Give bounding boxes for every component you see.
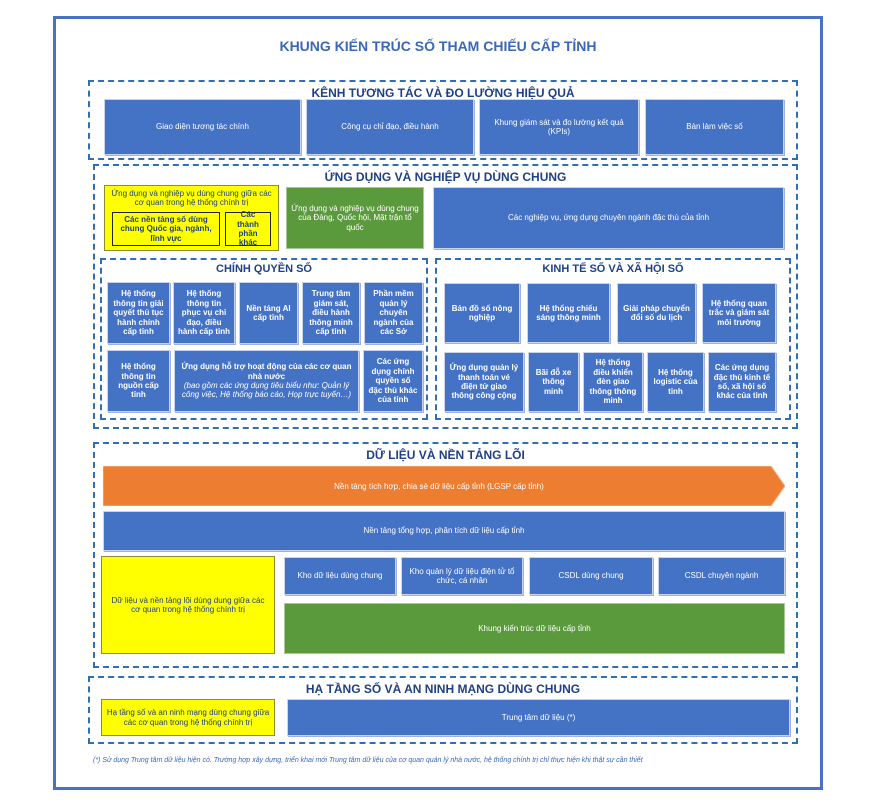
section-ung-dung: ỨNG DỤNG VÀ NGHIỆP VỤ DÙNG CHUNG — [93, 164, 798, 429]
kinh-te-item: Hệ thống chiếu sáng thông minh — [527, 283, 610, 343]
section-du-lieu: DỮ LIỆU VÀ NỀN TẢNG LÕI — [93, 442, 798, 668]
chinh-quyen-item: Phần mềm quản lý chuyên ngành của các Sở — [364, 282, 423, 344]
khung-kien-truc-du-lieu: Khung kiến trúc dữ liệu cấp tỉnh — [284, 603, 785, 654]
chinh-quyen-item: Hệ thống thông tin phục vụ chỉ đạo, điều… — [173, 282, 235, 344]
kinh-te-item: Hệ thống quan trắc và giám sát môi trườn… — [702, 283, 776, 343]
ha-tang-yellow-box: Hạ tầng số và an ninh mạng dùng chung gi… — [101, 699, 275, 736]
du-lieu-item: Kho quản lý dữ liệu điện tử tổ chức, cá … — [401, 557, 523, 595]
subsection-title: KINH TẾ SỐ VÀ XÃ HỘI SỐ — [542, 263, 684, 275]
chinh-quyen-item: Nền tảng AI cấp tỉnh — [239, 282, 298, 344]
kinh-te-item: Bản đồ số nông nghiệp — [444, 283, 520, 343]
kinh-te-item: Các ứng dụng đặc thù kinh tế số, xã hội … — [708, 352, 776, 412]
ung-dung-yellow-inner: Các thành phần khác — [225, 210, 271, 247]
section-kinh-te-so: KINH TẾ SỐ VÀ XÃ HỘI SỐ — [435, 258, 791, 420]
kinh-te-item: Bãi đỗ xe thông minh — [528, 352, 579, 412]
chinh-quyen-item: Hệ thống thông tin giải quyết thủ tục hà… — [107, 282, 170, 344]
du-lieu-item: Kho dữ liệu dùng chung — [284, 557, 396, 595]
data-center-box: Trung tâm dữ liệu (*) — [287, 699, 790, 736]
tong-hop-bar: Nền tảng tổng hợp, phân tích dữ liệu cấp… — [103, 511, 785, 551]
du-lieu-yellow-box: Dữ liệu và nền tảng lõi dùng dung giữa c… — [101, 556, 275, 654]
lgsp-arrow-bar — [103, 466, 785, 506]
subsection-title: CHÍNH QUYỀN SỐ — [216, 263, 312, 275]
chinh-quyen-item-ho-tro: Ứng dụng hỗ trợ hoạt động của các cơ qua… — [174, 350, 359, 412]
kinh-te-item: Hệ thống điều khiển đèn giao thông thông… — [583, 352, 643, 412]
lgsp-label: Nền tảng tích hợp, chia sẻ dữ liệu cấp t… — [334, 481, 544, 491]
lgsp-arrow-shape — [103, 466, 785, 506]
chinh-quyen-item: Trung tâm giám sát, điều hành thông minh… — [302, 282, 360, 344]
section-ha-tang: HẠ TẦNG SỐ VÀ AN NINH MẠNG DÙNG CHUNG — [88, 676, 798, 744]
du-lieu-item: CSDL dùng chung — [529, 557, 653, 595]
ho-tro-main: Ứng dụng hỗ trợ hoạt động của các cơ qua… — [181, 362, 352, 381]
kinh-te-item: Ứng dụng quản lý thanh toán vé điện tử g… — [444, 352, 524, 412]
section-kenh-tuong-tac: KÊNH TƯƠNG TÁC VÀ ĐO LƯỜNG HIỆU QUẢ — [88, 80, 798, 160]
kenh-item: Bàn làm việc số — [645, 99, 784, 155]
page-title: KHUNG KIẾN TRÚC SỐ THAM CHIẾU CẤP TỈNH — [279, 38, 597, 54]
ung-dung-yellow-title: Ứng dụng và nghiệp vụ dùng chung giữa cá… — [111, 189, 272, 208]
section-chinh-quyen-so: CHÍNH QUYỀN SỐ — [100, 258, 428, 420]
section-title: DỮ LIỆU VÀ NỀN TẢNG LÕI — [366, 448, 525, 462]
kinh-te-item: Hệ thống logistic của tỉnh — [647, 352, 704, 412]
chinh-quyen-item: Các ứng dụng chính quyền số đặc thù khác… — [363, 350, 423, 412]
ung-dung-yellow-inner: Các nền tảng số dùng chung Quốc gia, ngà… — [112, 212, 220, 246]
kinh-te-item: Giải pháp chuyển đổi số du lịch — [617, 283, 696, 343]
section-title: HẠ TẦNG SỐ VÀ AN NINH MẠNG DÙNG CHUNG — [305, 682, 581, 696]
ung-dung-blue-wide: Các nghiệp vụ, ứng dụng chuyên ngành đặc… — [433, 187, 784, 249]
section-title: ỨNG DỤNG VÀ NGHIỆP VỤ DÙNG CHUNG — [324, 170, 567, 184]
ho-tro-note: (bao gồm các ứng dụng tiêu biểu như: Quả… — [181, 381, 352, 400]
du-lieu-item: CSDL chuyên ngành — [658, 557, 785, 595]
chinh-quyen-item: Hệ thống thông tin nguồn cấp tỉnh — [107, 350, 170, 412]
kenh-item: Công cụ chỉ đạo, điều hành — [306, 99, 474, 155]
ung-dung-green-box: Ứng dụng và nghiệp vụ dùng chung của Đản… — [286, 187, 424, 249]
kenh-item: Khung giám sát và đo lường kết quả (KPIs… — [479, 99, 639, 155]
kenh-item: Giao diện tương tác chính — [104, 99, 301, 155]
section-title: KÊNH TƯƠNG TÁC VÀ ĐO LƯỜNG HIỆU QUẢ — [311, 86, 575, 100]
footnote: (*) Sử dụng Trung tâm dữ liệu hiện có. T… — [93, 757, 643, 764]
